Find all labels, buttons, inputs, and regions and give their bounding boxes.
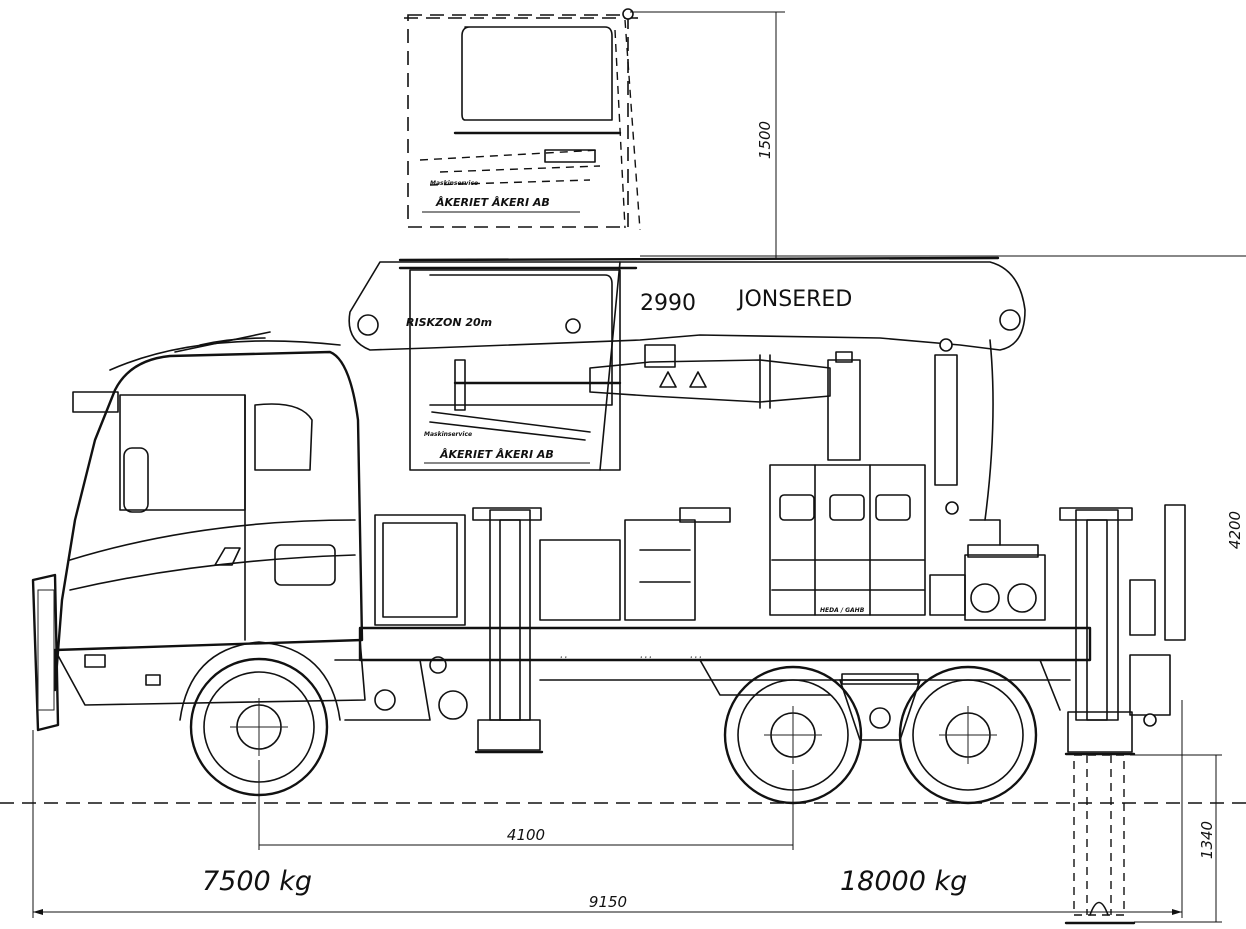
wheel-front bbox=[179, 641, 341, 797]
tank-small-text: HEDA / GAHB bbox=[820, 607, 865, 614]
dim-1500: 1500 bbox=[756, 121, 774, 159]
basket-lowered: Maskinservice ÅKERIET ÅKERI AB bbox=[398, 261, 638, 471]
chassis-equipment: HEDA / GAHB bbox=[374, 351, 1046, 626]
dim-4200: 4200 bbox=[1226, 511, 1244, 549]
outrigger-front bbox=[472, 507, 544, 754]
basket-lowered-company: ÅKERIET ÅKERI AB bbox=[439, 448, 554, 461]
crane-brand: JONSERED bbox=[736, 287, 852, 312]
basket-raised-company: ÅKERIET ÅKERI AB bbox=[435, 196, 550, 209]
dim-1340: 1340 bbox=[1198, 821, 1216, 859]
frame-dots-3: : : : bbox=[690, 655, 701, 662]
bogie-suspension bbox=[839, 673, 921, 741]
dimension-basket-height: 1500 bbox=[630, 11, 785, 258]
rear-end bbox=[1129, 504, 1186, 727]
dim-4100: 4100 bbox=[507, 826, 545, 844]
chassis-frame: : : : : : : : : bbox=[358, 626, 1092, 711]
dimension-overall-length: 9150 bbox=[32, 700, 1183, 918]
dimension-outrigger-depth: 1340 bbox=[1130, 754, 1222, 923]
rear-axle-load: 18000 kg bbox=[840, 866, 967, 897]
truck-cab bbox=[31, 331, 431, 732]
frame-dots-1: : : bbox=[560, 655, 567, 662]
frame-dots-2: : : : bbox=[640, 655, 651, 662]
basket-lowered-small-text: Maskinservice bbox=[424, 431, 472, 438]
small-wheels bbox=[374, 656, 468, 720]
dimension-wheelbase: 4100 bbox=[258, 760, 794, 850]
basket-raised: Maskinservice ÅKERIET ÅKERI AB bbox=[404, 8, 641, 231]
crane-model: 2990 bbox=[640, 291, 696, 316]
front-axle-load: 7500 kg bbox=[202, 866, 312, 897]
outrigger-rear bbox=[1059, 507, 1136, 925]
crane-boom: RISKZON 20m 2990 JONSERED bbox=[348, 256, 1026, 546]
dim-9150: 9150 bbox=[589, 893, 627, 911]
basket-raised-small-text: Maskinservice bbox=[430, 180, 478, 187]
wheel-rear-2 bbox=[898, 665, 1038, 805]
crane-zone-label: RISKZON 20m bbox=[406, 316, 492, 329]
